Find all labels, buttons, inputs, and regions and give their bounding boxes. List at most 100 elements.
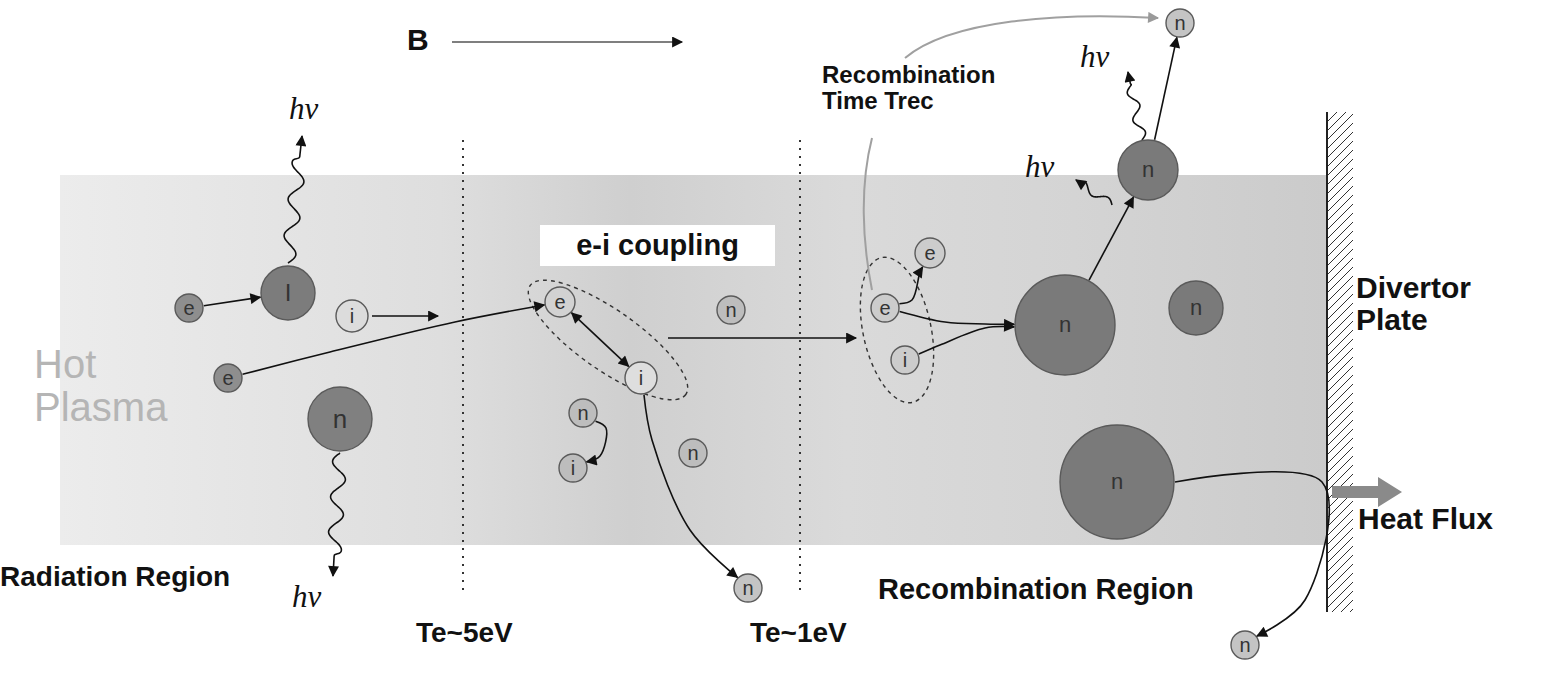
photon-label: hν (289, 92, 349, 125)
recombination-ellipse (848, 251, 945, 410)
field-label: B (407, 24, 447, 56)
particle-circle: n (1230, 630, 1260, 660)
region-title: Hot Plasma (34, 343, 209, 429)
temperature-label: Te~5eV (416, 618, 576, 648)
circle-shape (1015, 275, 1115, 375)
particle-path (587, 421, 607, 462)
particle-path (1175, 472, 1329, 636)
particle-label: n (1111, 471, 1123, 493)
coupling-label: e-i coupling (576, 231, 739, 260)
particle-path (204, 297, 260, 306)
circle-shape (1169, 281, 1223, 335)
particle-circle: n (733, 573, 763, 603)
circle-shape (1231, 631, 1259, 659)
field-arrow (452, 41, 682, 43)
circle-shape (891, 346, 919, 374)
particle-label: i (350, 306, 354, 326)
circle-shape (1166, 9, 1194, 37)
circle-shape (1118, 140, 1178, 200)
particle-circle: I (260, 265, 316, 321)
particle-label: n (1142, 159, 1154, 181)
circle-shape (569, 399, 597, 427)
photon-label: hν (1025, 150, 1085, 183)
particle-circle: n (1014, 274, 1116, 376)
recombination-time-leader (905, 16, 1158, 58)
particle-label: I (285, 281, 292, 305)
circle-shape (1060, 425, 1174, 539)
particle-path (1155, 38, 1177, 140)
photon-wave (1127, 72, 1145, 140)
region-label: Recombination Region (878, 574, 1298, 605)
recombination-time-leader (864, 138, 872, 290)
particle-label: i (903, 350, 907, 370)
circle-shape (545, 287, 575, 317)
circle-shape (336, 300, 368, 332)
particle-label: n (1239, 635, 1250, 655)
photon-wave (329, 453, 346, 576)
particle-circle: n (1117, 139, 1179, 201)
particle-circle: e (174, 293, 204, 323)
label-box: e-i coupling (540, 225, 775, 266)
particle-circle: e (870, 293, 900, 323)
heat-flux-label: Heat Flux (1358, 503, 1538, 535)
ion-flow-arrow (372, 315, 438, 317)
divertor-plate (1327, 112, 1353, 612)
recombination-time-label: Recombination Time Trec (822, 62, 1052, 114)
particle-label: n (742, 578, 753, 598)
particle-path (919, 327, 1014, 354)
region-label: Radiation Region (0, 562, 300, 592)
coupling-ellipse (513, 261, 703, 419)
plate-edge (1326, 112, 1328, 612)
plasma-band (60, 175, 1327, 545)
particle-path (572, 313, 629, 366)
particle-label: n (725, 300, 736, 320)
particle-path (1089, 197, 1133, 280)
photon-label: hν (292, 580, 352, 613)
photon-wave (284, 136, 304, 263)
particle-circle: i (890, 345, 920, 375)
particle-label: i (571, 458, 575, 478)
boundary-line (462, 140, 464, 592)
photon-wave (1076, 180, 1112, 205)
flow-arrow (668, 337, 856, 339)
circle-shape (734, 574, 762, 602)
boundary-line (799, 140, 801, 592)
particle-label: e (879, 298, 890, 318)
particle-circle: i (558, 453, 588, 483)
photon-label: hν (1080, 40, 1140, 73)
particle-label: e (924, 243, 935, 263)
circle-shape (625, 362, 657, 394)
particle-label: n (687, 443, 698, 463)
circle-shape (214, 364, 242, 392)
particle-path (900, 311, 1014, 324)
particle-circle: n (307, 386, 373, 452)
particle-circle: n (678, 438, 708, 468)
particle-circle: e (213, 363, 243, 393)
particle-label: n (333, 406, 347, 432)
particle-label: e (554, 292, 565, 312)
circle-shape (871, 294, 899, 322)
particle-circle: n (568, 398, 598, 428)
particle-path (243, 305, 545, 374)
particle-label: n (1190, 297, 1202, 319)
temperature-label: Te~1eV (750, 618, 910, 648)
particle-path (644, 395, 737, 578)
plate-label: Divertor Plate (1356, 272, 1506, 337)
particle-label: n (1174, 13, 1185, 33)
particle-circle: n (1059, 424, 1175, 540)
particle-path (899, 267, 922, 304)
particle-label: n (577, 403, 588, 423)
circle-shape (308, 387, 372, 451)
circle-shape (261, 266, 315, 320)
particle-circle: n (1168, 280, 1224, 336)
particle-circle: e (914, 237, 946, 269)
particle-circle: n (716, 295, 746, 325)
particle-circle: i (335, 299, 369, 333)
circle-shape (915, 238, 945, 268)
particle-label: e (183, 298, 194, 318)
particle-label: e (222, 368, 233, 388)
circle-shape (717, 296, 745, 324)
